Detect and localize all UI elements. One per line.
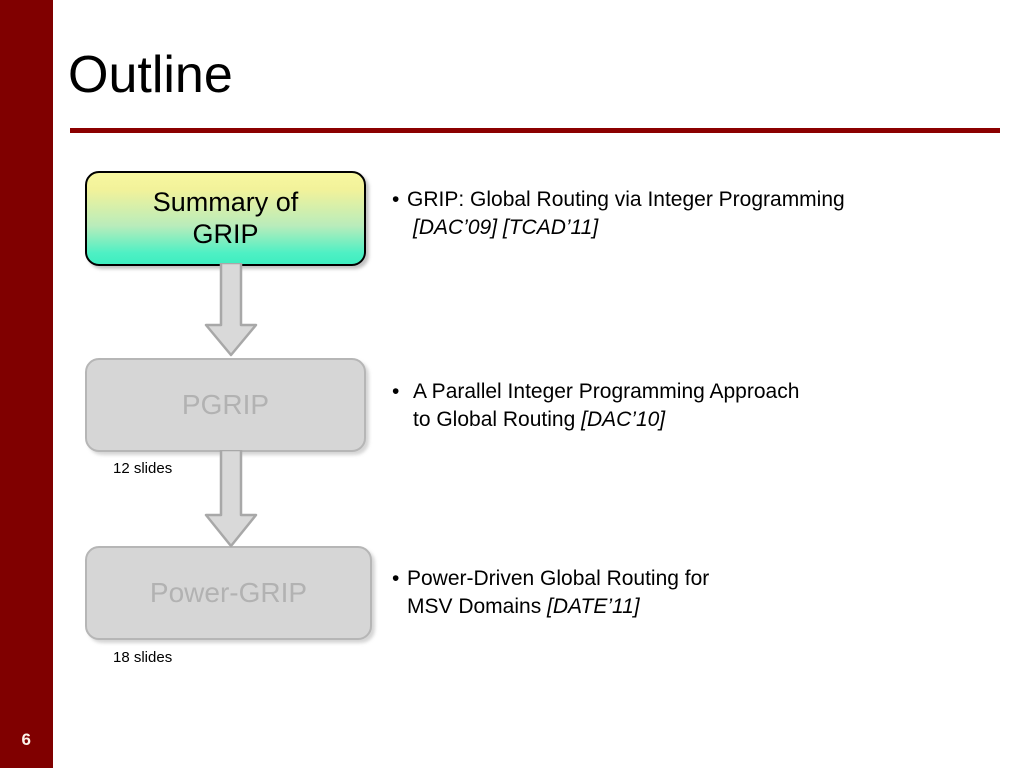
bullet-row: • A Parallel Integer Programming Approac… (392, 378, 992, 434)
bullet-item-power-grip: • Power-Driven Global Routing for MSV Do… (392, 565, 992, 621)
flow-box-label-line1: Summary of (152, 186, 299, 217)
title-divider-rule (70, 128, 1000, 133)
flow-box-label: PGRIP (181, 389, 270, 421)
bullet-row: • GRIP: Global Routing via Integer Progr… (392, 186, 1017, 214)
flow-box-label: Summary of GRIP (153, 187, 299, 251)
flow-box-label: Power-GRIP (149, 577, 308, 609)
bullet-citation: [DAC’10] (581, 407, 666, 431)
bullet-row: • Power-Driven Global Routing for MSV Do… (392, 565, 992, 621)
arrow-down-icon (200, 448, 262, 555)
bullet-text-line1: A Parallel Integer Programming Approach (413, 380, 800, 403)
bullet-text-line2: to Global Routing (413, 407, 582, 431)
page-number: 6 (21, 730, 32, 749)
flow-box-pgrip[interactable]: PGRIP (85, 358, 366, 452)
bullet-marker-icon: • (392, 567, 400, 590)
bullet-text-line1: Power-Driven Global Routing for (407, 567, 710, 590)
bullet-text-line2: MSV Domains (407, 594, 548, 618)
flow-box-label-line2: GRIP (192, 218, 259, 249)
bullet-text: GRIP: Global Routing via Integer Program… (407, 188, 845, 211)
bullet-citation: [DATE’11] (547, 594, 640, 618)
flow-box-power-grip[interactable]: Power-GRIP (85, 546, 372, 640)
bullet-text: Power-Driven Global Routing for MSV Doma… (407, 565, 992, 621)
bullet-item-pgrip: • A Parallel Integer Programming Approac… (392, 378, 992, 434)
bullet-marker-icon: • (392, 380, 400, 403)
bullet-marker-icon: • (392, 188, 400, 211)
slide-count-power-grip: 18 slides (113, 649, 173, 666)
page-title: Outline (68, 46, 233, 104)
slide-accent-sidebar (0, 0, 53, 768)
arrow-down-icon (200, 261, 262, 364)
flow-box-summary-of-grip[interactable]: Summary of GRIP (85, 171, 366, 266)
bullet-item-grip: • GRIP: Global Routing via Integer Progr… (392, 186, 1017, 242)
slide-count-pgrip: 12 slides (113, 460, 173, 477)
bullet-text: A Parallel Integer Programming Approach … (413, 378, 992, 434)
bullet-citation: [DAC’09] [TCAD’11] (413, 215, 599, 239)
